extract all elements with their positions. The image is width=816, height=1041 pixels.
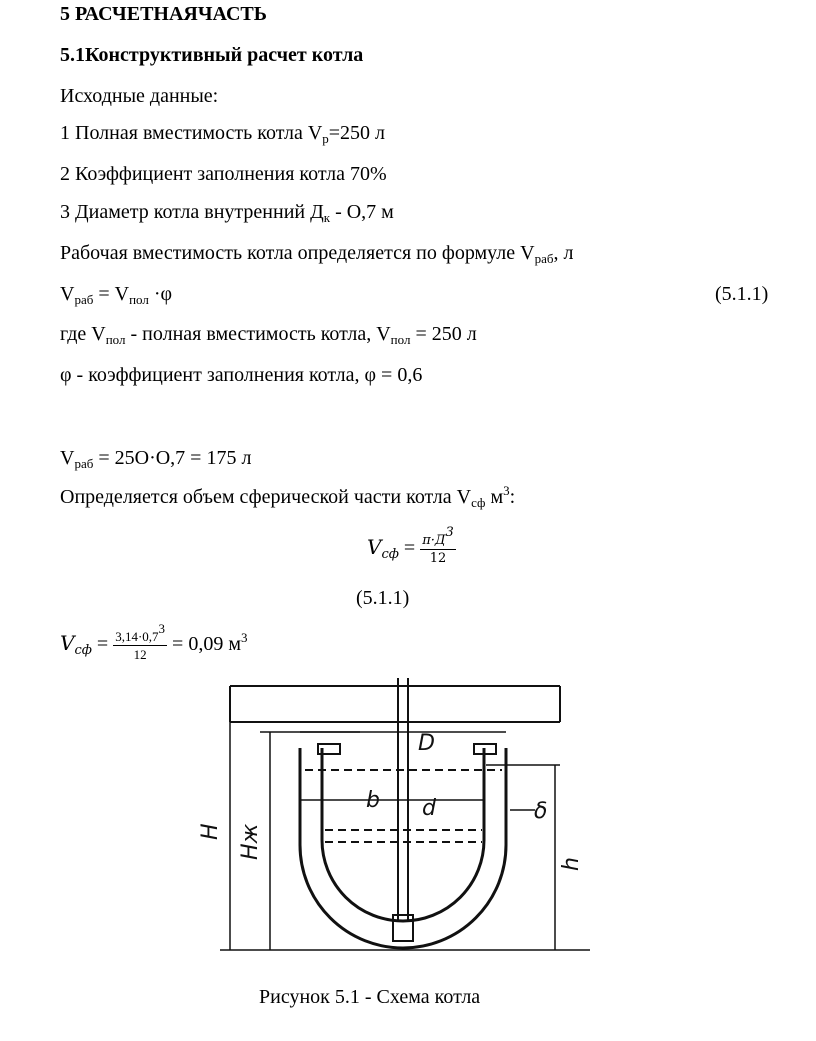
label-D: D (418, 731, 435, 756)
calc-line-1: Vраб = 25О·О,7 = 175 л (60, 447, 252, 471)
formula-intro: Рабочая вместимость котла определяется п… (60, 242, 574, 266)
label-d: d (422, 796, 437, 821)
where-line-1: где Vпол - полная вместимость котла, Vпо… (60, 323, 477, 347)
item-2: 2 Коэффициент заполнения котла 70% (60, 163, 387, 185)
intro-text: Исходные данные: (60, 85, 219, 107)
flange-right (473, 743, 497, 755)
figure-caption: Рисунок 5.1 - Схема котла (259, 986, 481, 1008)
label-H: H (198, 823, 223, 840)
label-b: b (366, 788, 380, 813)
equation-2-number: (5.1.1) (356, 587, 410, 609)
label-Hzh: Hж (238, 823, 263, 860)
label-delta: δ (534, 799, 547, 824)
subsection-heading: 5.1Конструктивный расчет котла (60, 44, 364, 66)
flange-left (317, 743, 341, 755)
inner-vessel (320, 748, 486, 923)
sphere-intro: Определяется объем сферической части кот… (60, 483, 516, 510)
label-h: h (559, 857, 584, 871)
outer-shell (298, 748, 508, 950)
outlet (392, 914, 414, 942)
equation-1: Vраб = Vпол ·φ (60, 283, 173, 307)
where-line-2: φ - коэффициент заполнения котла, φ = 0,… (60, 364, 423, 386)
boiler-diagram: H Hж D b d δ h (198, 678, 590, 951)
item-1: 1 Полная вместимость котла Vр=250 л (60, 122, 386, 146)
item-3: 3 Диаметр котла внутренний Дк - О,7 м (60, 201, 394, 225)
section-heading: 5 РАСЧЕТНАЯЧАСТЬ (60, 3, 267, 25)
equation-1-number: (5.1.1) (715, 283, 769, 305)
